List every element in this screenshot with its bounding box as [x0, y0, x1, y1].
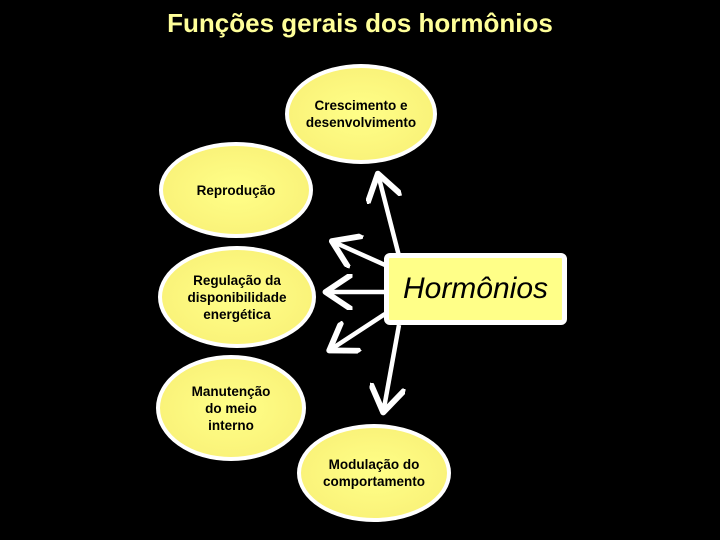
- function-modulacao: Modulação do comportamento: [297, 424, 451, 522]
- arrow-to-modulacao: [384, 324, 399, 408]
- function-label: Modulação do comportamento: [322, 457, 425, 489]
- function-label: Manutenção do meio interno: [191, 383, 271, 433]
- function-reproducao: Reprodução: [159, 142, 313, 238]
- arrow-to-crescimento: [379, 178, 399, 257]
- function-crescimento: Crescimento e desenvolvimento: [285, 64, 437, 164]
- arrow-to-reproducao: [336, 243, 386, 265]
- function-manutencao: Manutenção do meio interno: [156, 355, 306, 461]
- center-label: Hormônios: [402, 272, 549, 305]
- function-regulacao: Regulação da disponibilidade energética: [158, 246, 316, 348]
- arrow-to-manutencao: [333, 312, 387, 348]
- function-label: Reprodução: [196, 182, 276, 198]
- function-label: Crescimento e desenvolvimento: [305, 98, 417, 130]
- function-label: Regulação da disponibilidade energética: [187, 272, 287, 322]
- center-hormonios-box: Hormônios: [384, 253, 567, 325]
- slide-title: Funções gerais dos hormônios: [167, 8, 553, 38]
